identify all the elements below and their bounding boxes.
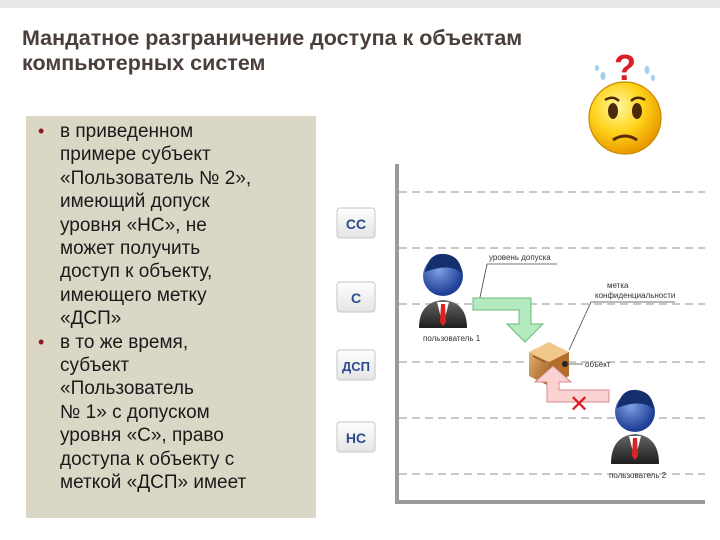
level-label-dsp: ДСП <box>342 359 370 374</box>
bullet-1-line: «Пользователь № 2», <box>60 167 252 189</box>
bullet-1-line: «ДСП» <box>60 308 122 330</box>
bullet-2-line: доступа к объекту с <box>60 448 235 470</box>
level-box-ns: НС <box>336 421 376 453</box>
access-diagram: СС С ДСП НС пользователь 1 уровень допус… <box>333 156 715 520</box>
user-1-icon <box>419 253 467 328</box>
marking-label-line-2: конфиденциальности <box>595 291 675 300</box>
clearance-label: уровень допуска <box>489 253 551 262</box>
bullet-1-line: может получить <box>60 238 201 260</box>
bullet-1-line: уровня «НС», не <box>60 214 207 236</box>
object-label: объект <box>585 360 611 369</box>
bullet-2-line: № 1» с допуском <box>60 401 210 423</box>
bullet-1-line: имеющего метку <box>60 284 207 306</box>
user-1-label: пользователь 1 <box>423 334 481 343</box>
level-box-ss: СС <box>336 207 376 239</box>
top-band <box>0 0 720 8</box>
title-line-2: компьютерных систем <box>22 51 266 75</box>
bullet-1-line: в приведенном <box>60 121 194 142</box>
slide-title: Мандатное разграничение доступа к объект… <box>22 26 682 76</box>
user-2-label: пользователь 2 <box>609 471 667 480</box>
bullet-1-line: примере субъект <box>60 144 211 166</box>
level-box-dsp: ДСП <box>336 349 376 381</box>
clearance-pointer <box>478 263 488 303</box>
title-line-1: Мандатное разграничение доступа к объект… <box>22 26 523 50</box>
level-label-ss: СС <box>346 216 366 232</box>
bullet-dot: • <box>38 121 45 141</box>
bullet-1-line: имеющий допуск <box>60 191 210 213</box>
bullet-2-line: уровня «С», право <box>60 425 224 447</box>
bullet-dot: • <box>38 331 45 352</box>
marking-pointer <box>568 301 592 351</box>
level-box-s: С <box>336 281 376 313</box>
deny-arrow <box>533 365 610 403</box>
confused-smiley-icon: ? <box>588 48 662 155</box>
bullet-2-line: «Пользователь <box>60 378 194 400</box>
marking-label-line-1: метка <box>607 281 629 290</box>
question-mark: ? <box>614 48 636 88</box>
bullet-item-1: • в приведенном примере субъект «Пользов… <box>34 120 310 331</box>
bullet-2-line: субъект <box>60 355 130 377</box>
bullet-2-line: меткой «ДСП» имеет <box>60 472 247 494</box>
sweat-drops <box>595 65 655 81</box>
level-label-s: С <box>351 290 361 306</box>
allow-arrow <box>472 297 545 343</box>
bullet-2-line: в то же время, <box>60 331 189 353</box>
text-panel: • в приведенном примере субъект «Пользов… <box>26 116 316 518</box>
deny-cross-icon: ✕ <box>569 390 589 418</box>
bullet-item-2: • в то же время, субъект «Пользователь №… <box>34 331 310 495</box>
level-label-ns: НС <box>346 430 366 446</box>
user-2-icon <box>611 389 659 464</box>
bullet-list: • в приведенном примере субъект «Пользов… <box>34 120 310 495</box>
bullet-1-line: доступ к объекту, <box>60 261 213 283</box>
